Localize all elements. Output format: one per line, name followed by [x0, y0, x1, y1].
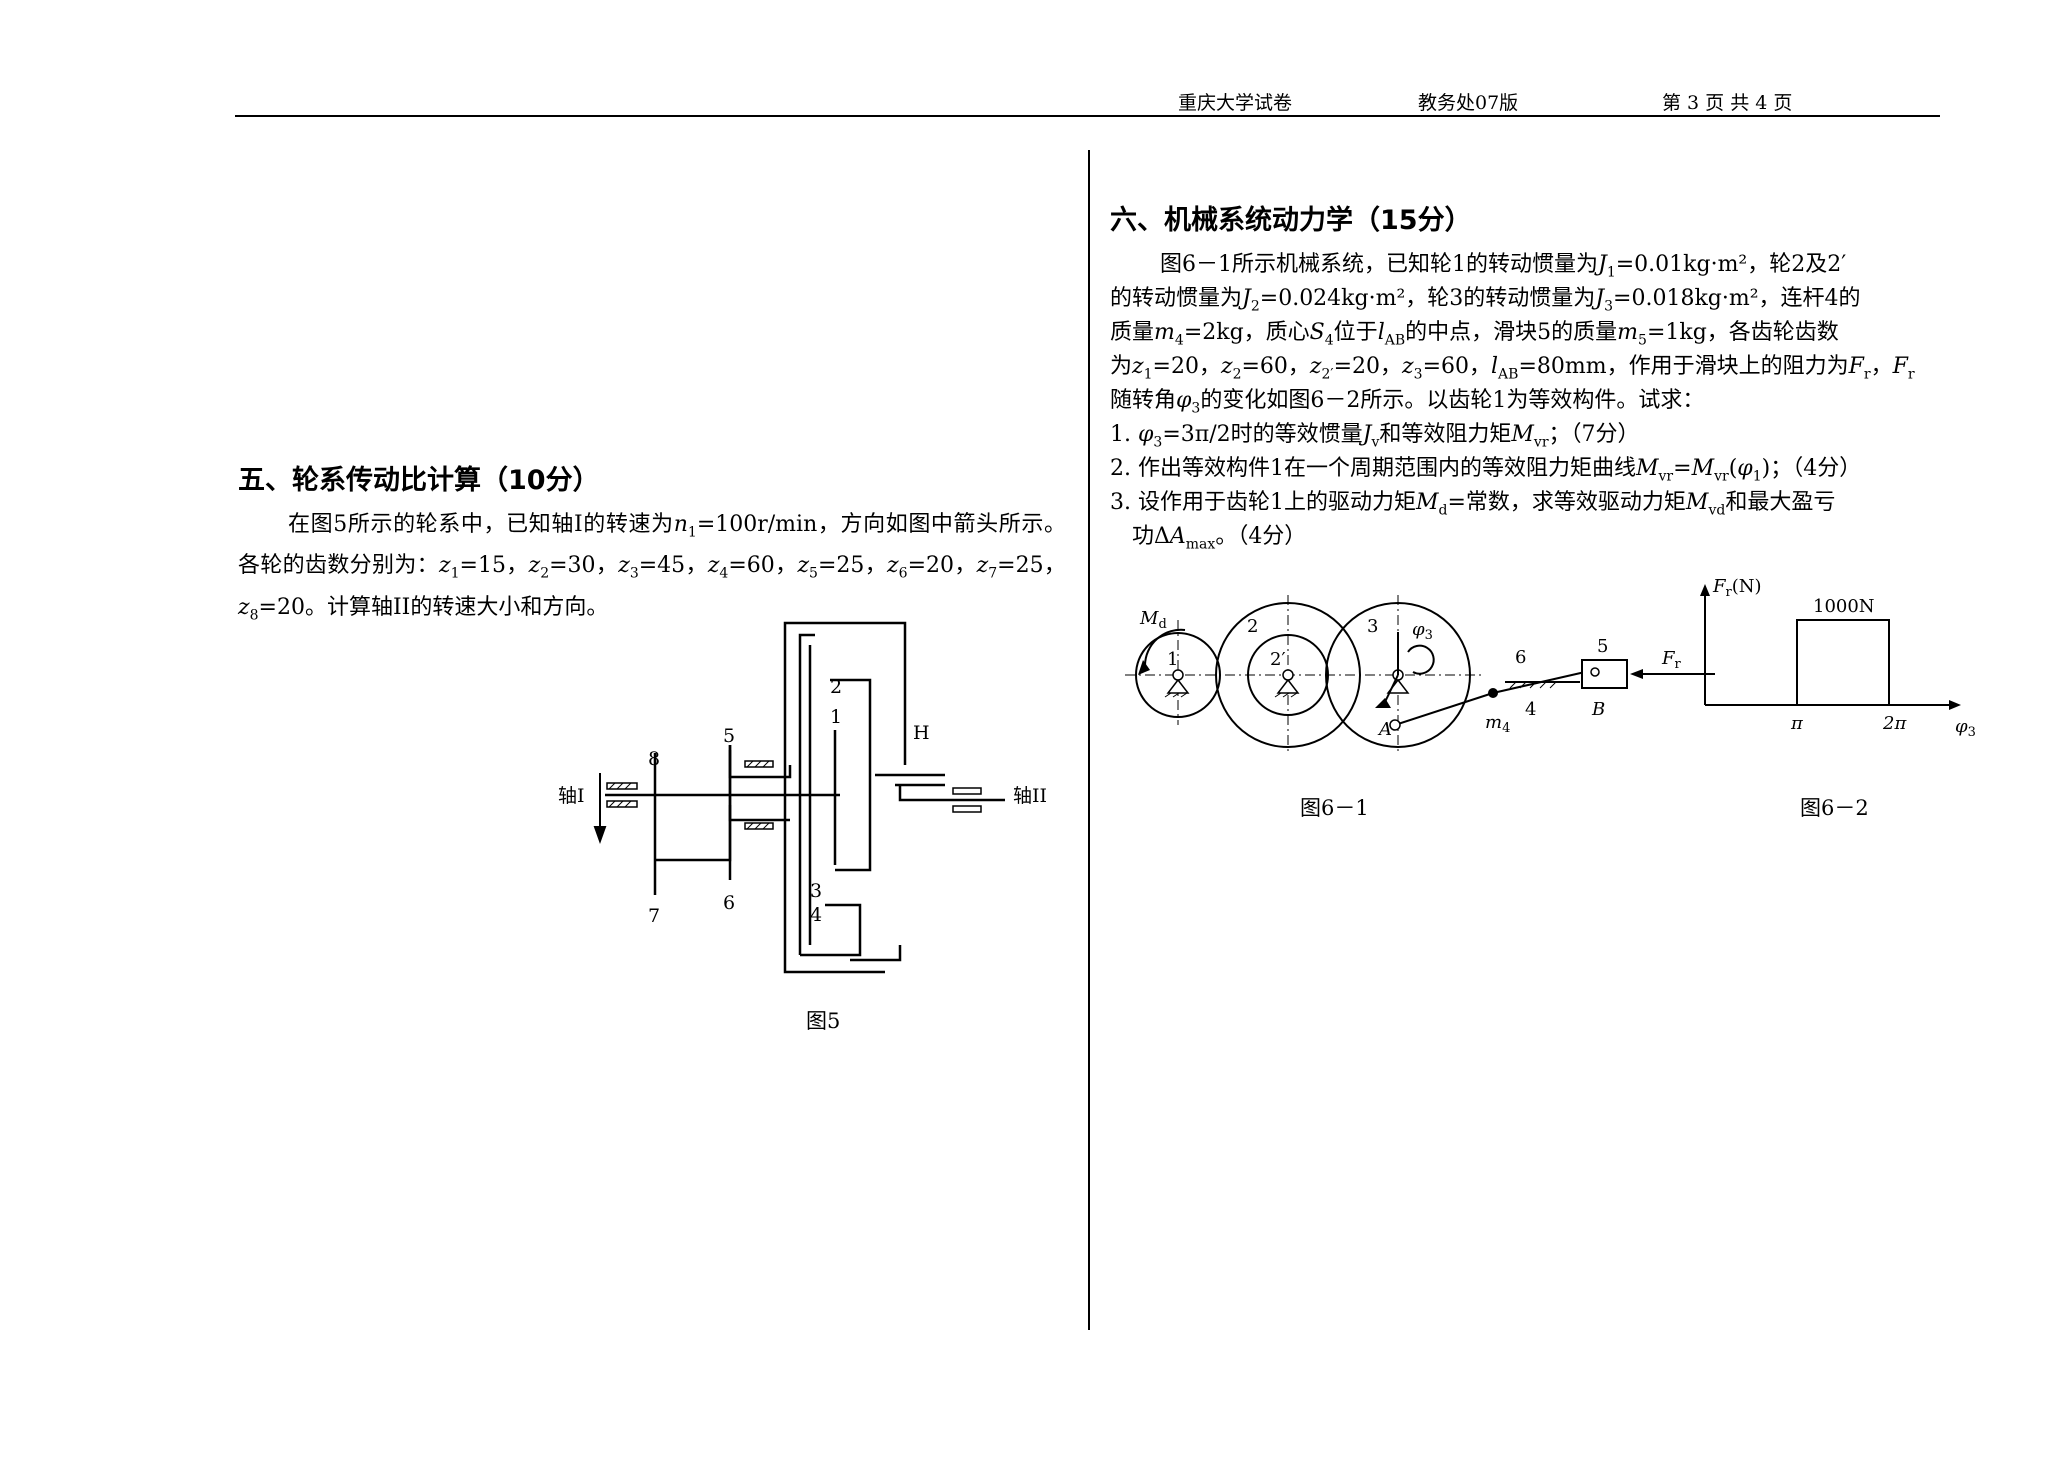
section5-title: 五、轮系传动比计算（10分）: [238, 465, 600, 496]
section6-title: 六、机械系统动力学（15分）: [1110, 205, 1472, 236]
y-axis-label: Fr(N): [1712, 576, 1762, 600]
slider-5: [1581, 659, 1628, 689]
label-gear-2-prime: 2′: [1270, 649, 1286, 670]
label-gear-2: 2: [830, 676, 842, 698]
figure6-2-chart: π 2π 1000N Fr(N) φ3: [1700, 576, 1976, 740]
label-phi3: φ3: [1412, 619, 1433, 643]
question-3-cont: 功ΔAmax。（4分）: [1132, 524, 1307, 553]
header-rule: [235, 115, 1940, 117]
figure6-1-caption: 图6－1: [1300, 796, 1369, 820]
header-school: 重庆大学试卷: [1178, 92, 1293, 114]
mass-m4-point: [1488, 688, 1498, 698]
label-b: B: [1591, 699, 1605, 720]
header-page-number: 第 3 页 共 4 页: [1662, 92, 1793, 114]
figure6-1-mechanism-diagram: Md 1 2 2′ 3 φ3 6 5 4 A B m4 Fr: [1125, 595, 1715, 755]
level-label-1000n: 1000N: [1813, 596, 1875, 617]
label-shaft-ii: 轴II: [1013, 785, 1047, 807]
x-tick-label: 2π: [1882, 713, 1907, 734]
label-gear-3: 3: [1367, 616, 1378, 637]
question-3: 3. 设作用于齿轮1上的驱动力矩Md=常数，求等效驱动力矩Mvd和最大盈亏: [1110, 490, 1836, 519]
section6-line-5: 随转角φ3的变化如图6－2所示。以齿轮1为等效构件。试求：: [1110, 388, 1705, 417]
label-md: Md: [1139, 608, 1167, 632]
label-carrier-h: H: [913, 722, 930, 744]
figure5-caption: 图5: [806, 1009, 841, 1033]
label-link-6: 6: [1515, 647, 1526, 668]
label-gear-1: 1: [830, 706, 842, 728]
label-slider-5: 5: [1597, 636, 1608, 657]
header-office: 教务处07版: [1418, 92, 1519, 114]
figure6-2-caption: 图6－2: [1800, 796, 1869, 820]
label-gear-6: 6: [723, 892, 735, 914]
question-1: 1. φ3=3π/2时的等效惯量Jv和等效阻力矩Mvr；（7分）: [1110, 422, 1640, 451]
label-gear-3: 3: [810, 880, 822, 902]
section6-line-3: 质量m4=2kg，质心S4位于lAB的中点，滑块5的质量m5=1kg，各齿轮齿数: [1110, 320, 1839, 349]
label-m4: m4: [1485, 712, 1510, 736]
figure5-gear-train-diagram: 轴I 轴II H 1 2 3 4 5 6 7 8: [558, 621, 1047, 974]
carrier-h-frame: [783, 621, 907, 974]
x-axis-label: φ3: [1955, 716, 1976, 740]
question-2: 2. 作出等效构件1在一个周期范围内的等效阻力矩曲线Mvr=Mvr(φ1)；（4…: [1110, 456, 1862, 485]
section5-paragraph: 在图5所示的轮系中，已知轴I的转速为n1=100r/min，方向如图中箭头所示。…: [238, 512, 1066, 624]
label-shaft-i: 轴I: [558, 785, 585, 807]
label-gear-2: 2: [1247, 616, 1258, 637]
label-fr: Fr: [1661, 648, 1682, 672]
section6-line-2: 的转动惯量为J2=0.024kg·m²，轮3的转动惯量为J3=0.018kg·m…: [1110, 286, 1861, 315]
series-fr-line: [1705, 619, 1891, 706]
label-4: 4: [1525, 699, 1536, 720]
joint-a: [1389, 719, 1401, 731]
label-gear-1: 1: [1167, 649, 1178, 670]
label-gear-4: 4: [810, 904, 822, 926]
label-a: A: [1377, 719, 1392, 740]
link-ab: [1394, 692, 1494, 726]
x-tick-label: π: [1790, 713, 1804, 734]
label-gear-8: 8: [648, 748, 660, 770]
label-gear-5: 5: [723, 725, 735, 747]
section6-line-1: 图6－1所示机械系统，已知轮1的转动惯量为J1=0.01kg·m²，轮2及2′: [1160, 252, 1847, 281]
label-gear-7: 7: [648, 905, 660, 927]
section6-line-4: 为z1=20，z2=60，z2′=20，z3=60，lAB=80mm，作用于滑块…: [1110, 354, 1915, 383]
column-divider: [1088, 150, 1090, 1330]
